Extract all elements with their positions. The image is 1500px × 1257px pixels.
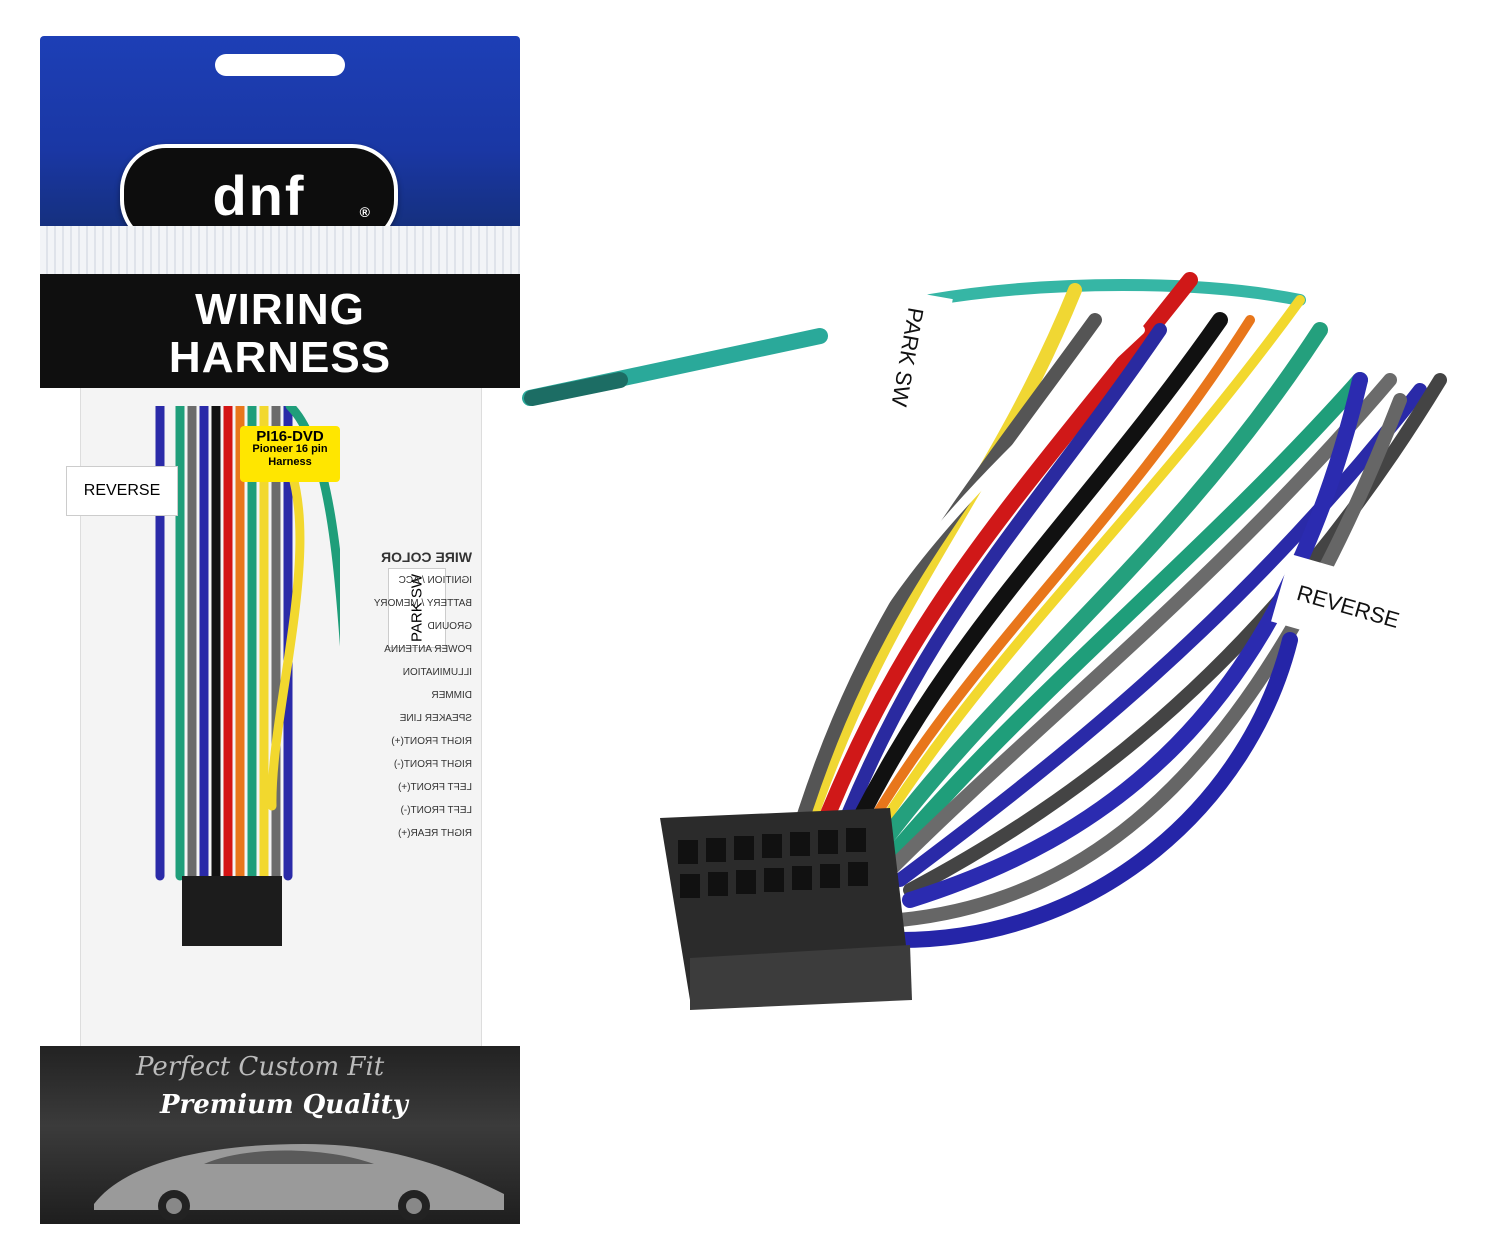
model-desc-1: Pioneer 16 pin <box>252 443 328 455</box>
tagline-text: Perfect Custom Fit <box>136 1052 385 1082</box>
model-number: PI16-DVD <box>256 428 324 445</box>
title-band: WIRING HARNESS <box>40 274 520 388</box>
package-footer: Perfect Custom Fit Premium Quality <box>40 1046 520 1224</box>
bag-reverse-tag: REVERSE <box>66 466 178 516</box>
registered-mark: ® <box>359 204 372 220</box>
model-desc-2: Harness <box>268 456 312 468</box>
seal-strip <box>40 226 520 274</box>
product-package: dnf ® WIRING HARNESS PI16-DVD Pioneer 16 <box>40 36 520 1224</box>
title-line-2: HARNESS <box>168 333 392 382</box>
bag-wire-bundle <box>155 406 340 946</box>
title-line-1: WIRING <box>195 285 365 334</box>
model-sticker: PI16-DVD Pioneer 16 pin Harness <box>240 426 340 482</box>
car-image <box>94 1144 504 1220</box>
brand-text: dnf <box>212 163 306 227</box>
hang-hole <box>215 54 345 76</box>
premium-quality-text: Premium Quality <box>160 1090 408 1120</box>
